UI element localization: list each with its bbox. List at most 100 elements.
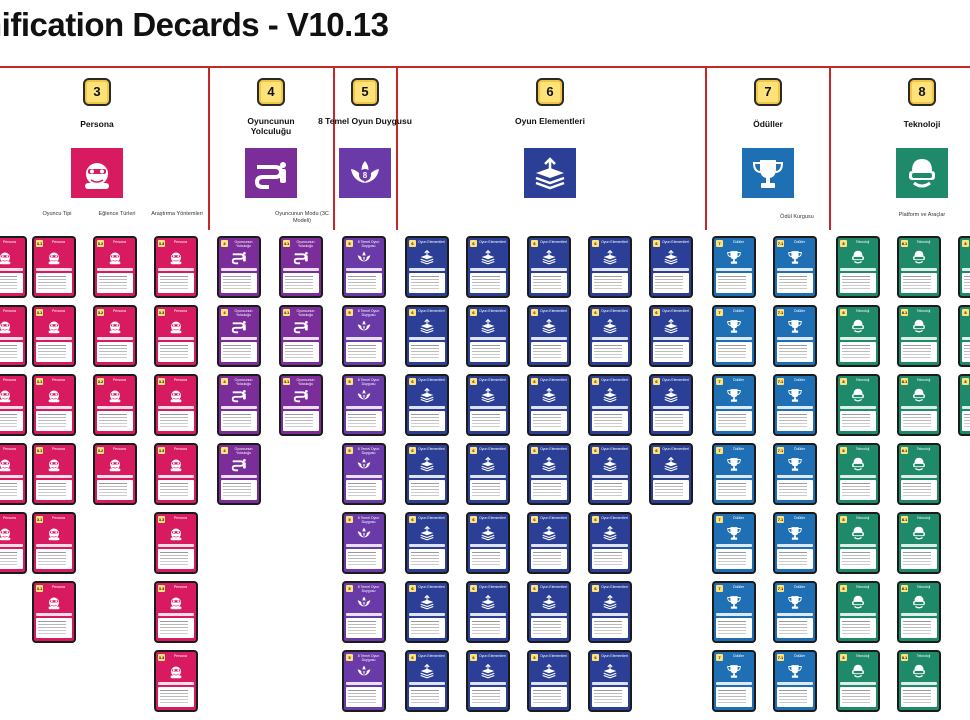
stacked-layers-icon bbox=[598, 525, 622, 541]
